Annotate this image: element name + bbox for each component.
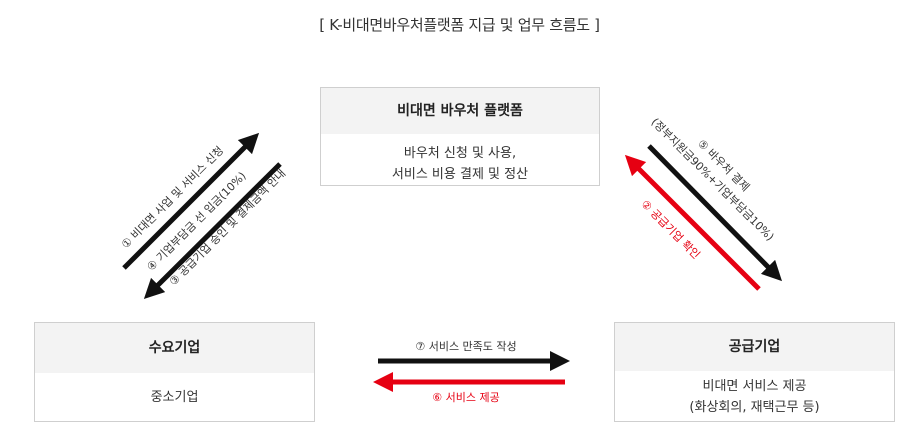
arrow-supply-to-platform (624, 154, 761, 291)
demand-company-desc: 중소기업 (150, 390, 199, 405)
diagram-title: [ K-비대면바우처플랫폼 지급 및 업무 흐름도 ] (319, 16, 600, 34)
supply-company-box: 공급기업 비대면 서비스 제공 (화상회의, 재택근무 등) (614, 322, 895, 422)
arrow-platform-to-demand (143, 162, 282, 300)
arrow-demand-to-platform (122, 132, 260, 270)
platform-desc-line1: 바우처 신청 및 사용, (403, 146, 517, 161)
platform-box: 비대면 바우처 플랫폼 바우처 신청 및 사용, 서비스 비용 결제 및 정산 (320, 87, 600, 186)
platform-name: 비대면 바우처 플랫폼 (321, 88, 599, 134)
platform-description: 바우처 신청 및 사용, 서비스 비용 결제 및 정산 (321, 134, 599, 185)
supply-desc-line1: 비대면 서비스 제공 (702, 379, 807, 394)
demand-company-name: 수요기업 (35, 323, 314, 373)
label-step7: ⑦ 서비스 만족도 작성 (415, 340, 516, 353)
supply-company-name: 공급기업 (615, 323, 894, 371)
platform-desc-line2: 서비스 비용 결제 및 정산 (391, 167, 529, 182)
label-step2: ② 공급기업 확인 (638, 198, 702, 262)
supply-company-description: 비대면 서비스 제공 (화상회의, 재택근무 등) (615, 371, 894, 418)
supply-desc-line2: (화상회의, 재택근무 등) (689, 400, 820, 415)
arrow-platform-to-supply (647, 144, 783, 282)
demand-company-box: 수요기업 중소기업 (34, 322, 315, 422)
label-step6: ⑥ 서비스 제공 (432, 391, 499, 404)
